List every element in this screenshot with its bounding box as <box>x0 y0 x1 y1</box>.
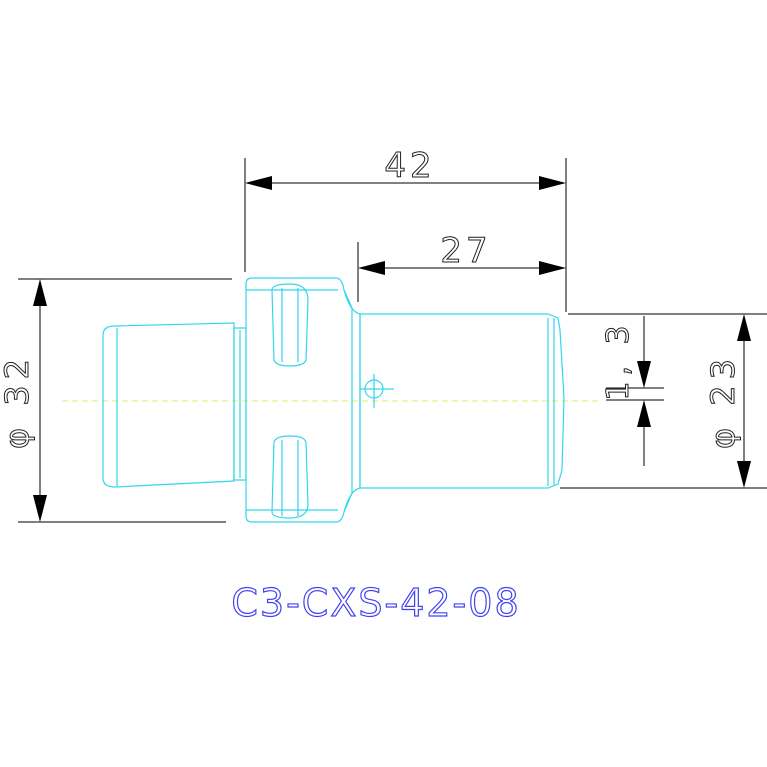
dim-label-phi-32: φ 32 <box>0 353 36 449</box>
dimension-flange-diameter <box>18 278 232 523</box>
dim-label-1-3: 1, 3 <box>601 319 636 400</box>
dim-label-27: 27 <box>440 231 491 271</box>
dimension-shank-length <box>357 242 566 302</box>
dimension-total-length <box>244 158 567 312</box>
dimension-flat-offset <box>606 316 664 466</box>
part-number-label: C3-CXS-42-08 <box>231 581 520 625</box>
part-outline <box>102 277 565 523</box>
dim-label-phi-23: φ 23 <box>704 353 742 449</box>
dimension-shank-diameter <box>560 313 767 489</box>
dim-label-42: 42 <box>384 146 435 186</box>
